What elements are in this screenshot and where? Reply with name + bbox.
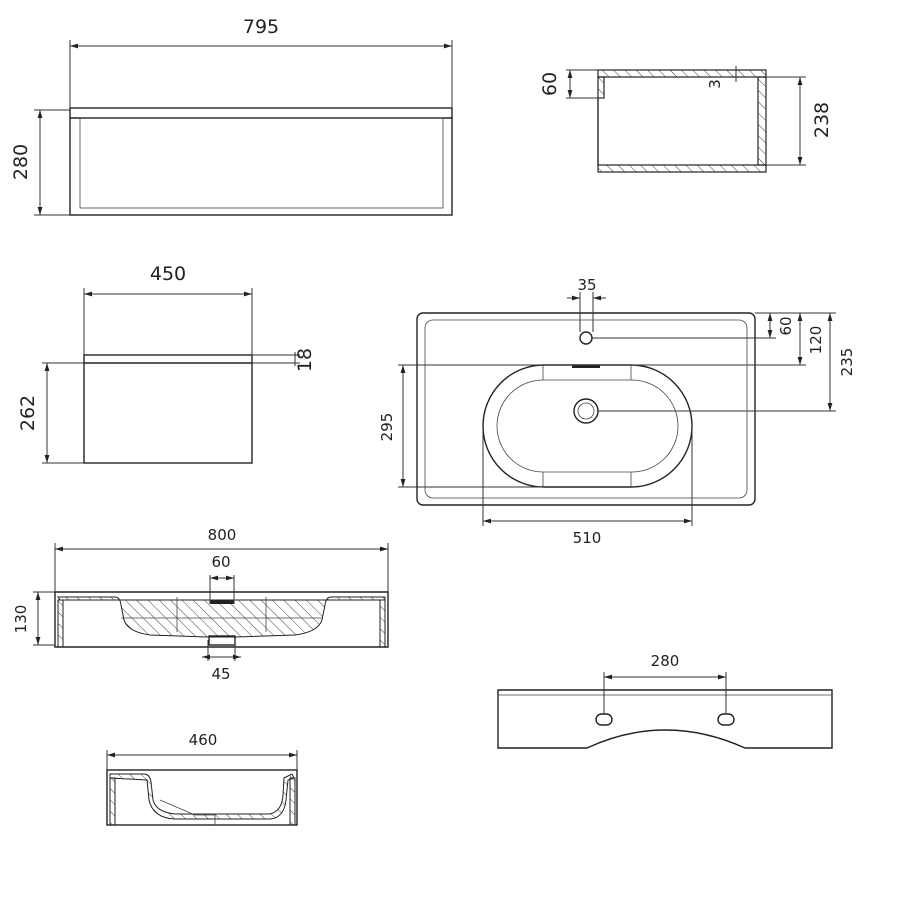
overflow-label: 60 <box>211 553 230 571</box>
bowl-depth-label: 295 <box>378 413 396 442</box>
basin-side-section-view: 460 <box>106 731 298 826</box>
gap-label: 3 <box>706 79 724 89</box>
bowl-offset-label: 120 <box>807 326 825 355</box>
tap-hole-label: 35 <box>577 276 596 294</box>
cabinet-opening <box>79 117 444 209</box>
side-height-label: 262 <box>17 395 39 431</box>
cabinet-height-label: 280 <box>10 144 32 180</box>
board-thickness-label: 18 <box>294 348 316 372</box>
lip-height-label: 60 <box>539 72 561 96</box>
tap-hole-icon <box>579 331 593 345</box>
cabinet-front-view: 795 280 <box>10 16 453 216</box>
drain-offset-label: 235 <box>838 348 856 377</box>
cabinet-side-view: 450 262 18 <box>17 263 316 464</box>
tap-offset-label: 60 <box>777 316 795 335</box>
basin-width-label: 800 <box>208 526 237 544</box>
wall-bracket-view: 280 <box>497 652 833 749</box>
cabinet-outline <box>69 107 453 216</box>
hole-spacing-label: 280 <box>651 652 680 670</box>
cabinet-width-label: 795 <box>243 16 279 38</box>
mounting-slot-right <box>717 713 735 726</box>
mounting-slot-left <box>595 713 613 726</box>
side-depth-label: 450 <box>150 263 186 285</box>
basin-top-view: 35 60 120 235 295 510 <box>378 276 856 547</box>
bowl-outline <box>482 364 693 488</box>
basin-front-section-view: 800 60 45 130 <box>12 526 389 683</box>
drain-size-label: 45 <box>211 665 230 683</box>
cabinet-section-view: 60 3 238 <box>539 66 833 173</box>
basin-height-label: 130 <box>12 605 30 634</box>
side-depth-label-basin: 460 <box>189 731 218 749</box>
inner-height-label: 238 <box>811 102 833 138</box>
bowl-width-label: 510 <box>573 529 602 547</box>
